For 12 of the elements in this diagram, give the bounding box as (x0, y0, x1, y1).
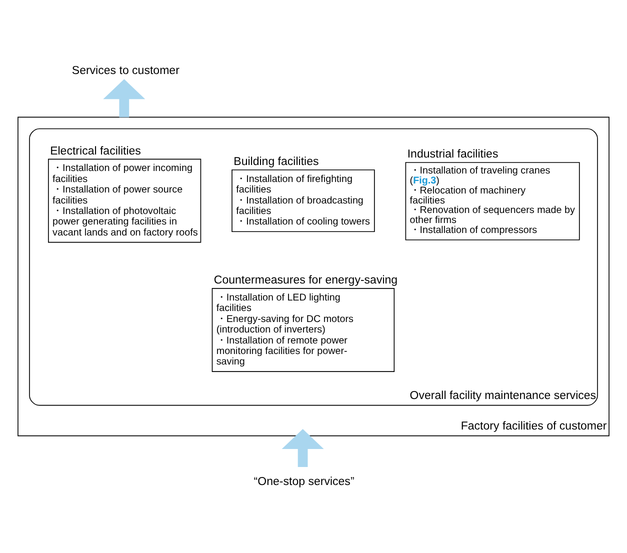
node-label: Electrical facilities (50, 145, 141, 158)
node-box: ・Installation of traveling cranes (Fig.3) ・Relocation of machinery facilities ・Renovation of sequencers made by other firms ・Installation of compressors (405, 162, 580, 240)
node-text: Services to customer (72, 65, 180, 78)
node-label: Countermeasures for energy-saving (214, 274, 398, 287)
node-text: “One-stop services” (254, 476, 354, 488)
arrow (282, 428, 324, 468)
node-box: ・Installation of power incoming facilities ・Installation of power source facilities ・Installation of photovoltaic power generating facilities in vacant lands and on factory roofs (48, 158, 202, 243)
node-box: ・Installation of LED lighting facilities ・Energy-saving for DC motors (introduction of inverters) ・Installation of remote power monitoring facilities for power-saving (212, 288, 395, 372)
node-label: Building facilities (234, 156, 319, 168)
arrow (103, 79, 146, 118)
node-box: ・Installation of firefighting facilities ・Installation of broadcasting facilities ・Installation of cooling towers (232, 169, 375, 232)
node-label: Industrial facilities (407, 148, 498, 161)
